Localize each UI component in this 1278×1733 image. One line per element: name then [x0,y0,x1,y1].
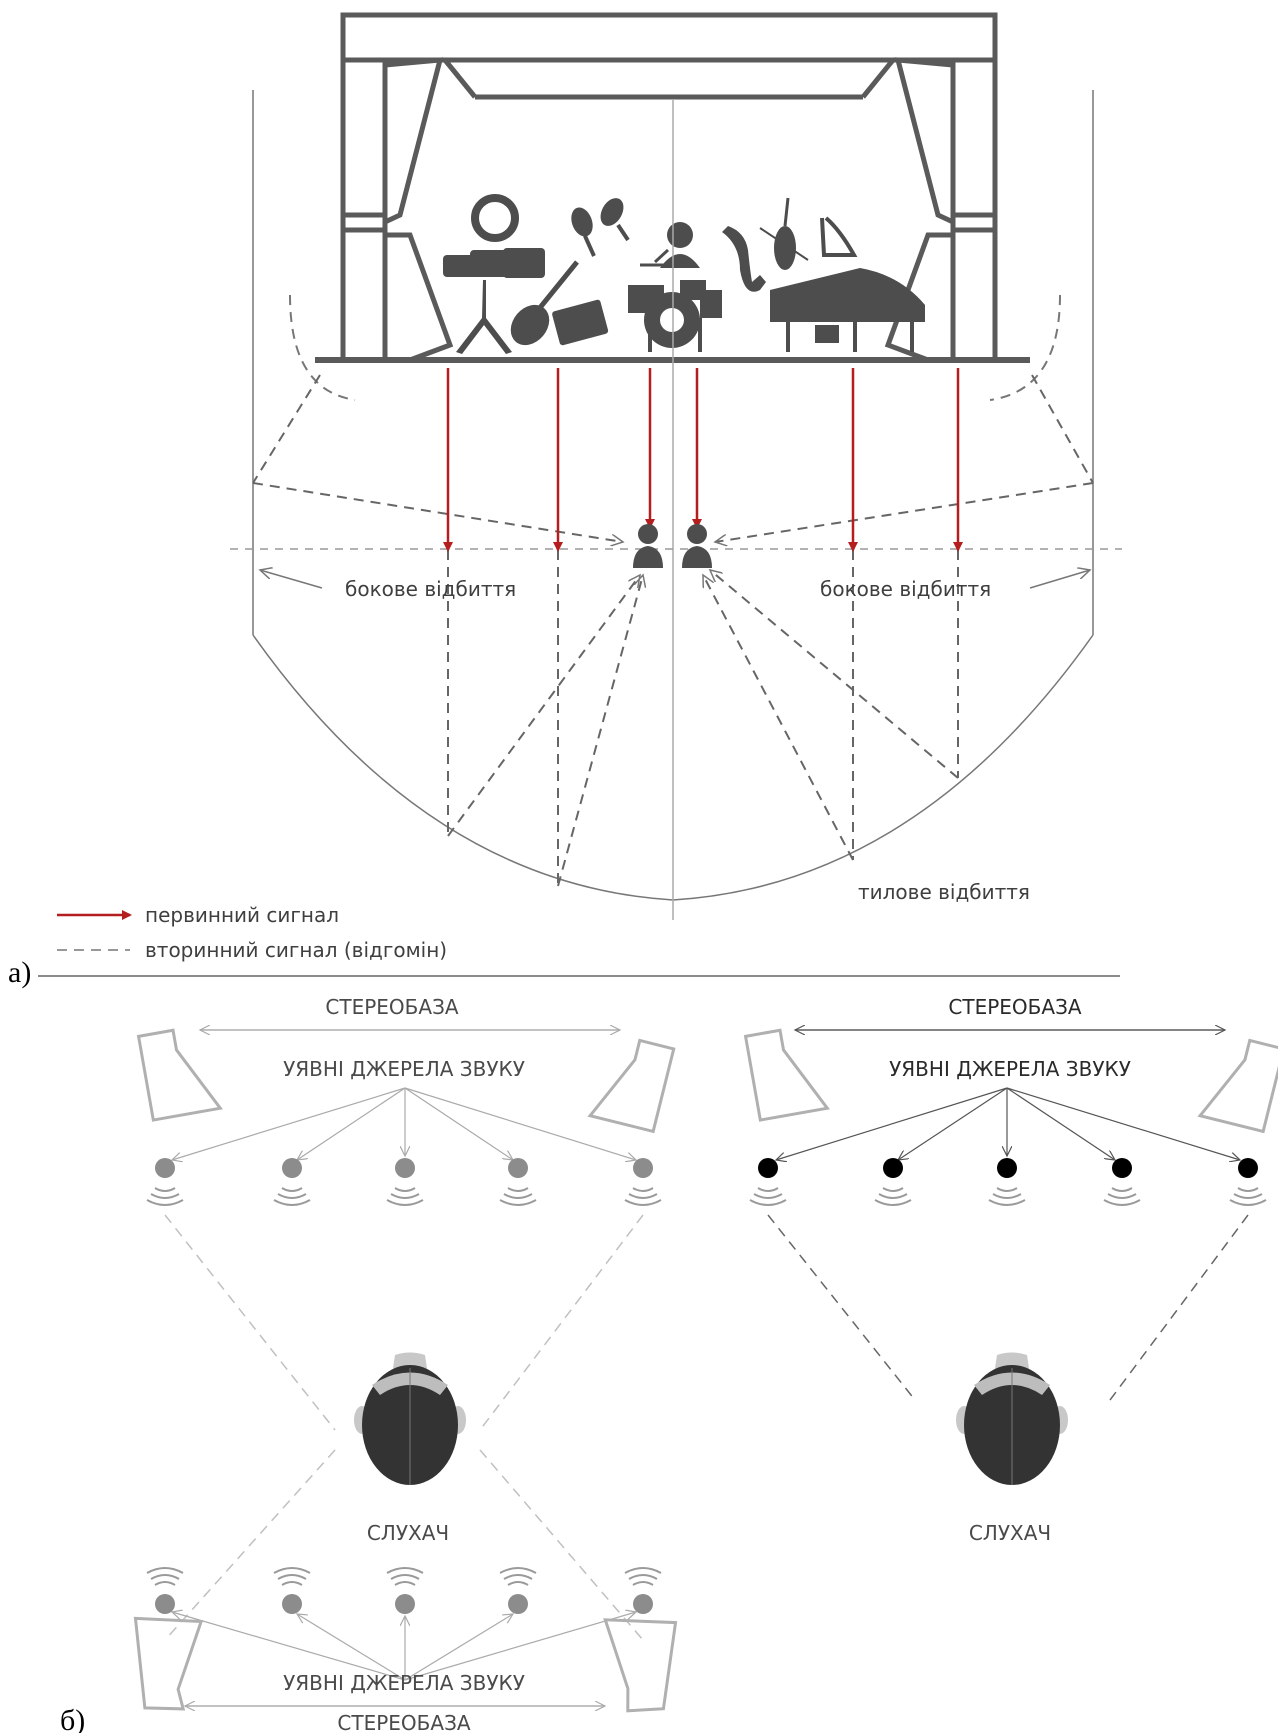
sound-source-icon [508,1594,528,1614]
listener-heads [633,524,712,568]
rear-reflection-label: тилове відбиття [858,880,1030,904]
tambourine-icon [471,194,519,242]
secondary-signal-paths [252,374,1094,887]
sound-source-icon [282,1158,302,1178]
accordion-icon [552,299,609,346]
wave-icons-top-left [146,1187,662,1206]
listener-label-left: СЛУХАЧ [367,1521,449,1545]
sound-source-icon [997,1158,1017,1178]
speaker-top-far-left-icon [743,1028,830,1122]
primary-signal-arrows [443,368,963,552]
sound-source-icon [633,1158,653,1178]
imaginary-sources-top-right [758,1158,1258,1178]
guitar-icon [510,260,579,346]
wave-icons-bottom-left [146,1567,662,1586]
violin-icon [759,197,809,270]
stage [315,12,1030,363]
part-b-marker: б) [60,1704,85,1733]
listener-head-right-icon [956,1352,1068,1485]
sound-source-icon [883,1158,903,1178]
piano-icon [770,268,925,352]
sound-source-icon [1238,1158,1258,1178]
sound-source-icon [1112,1158,1132,1178]
sound-source-icon [155,1158,175,1178]
listener-head-left-icon [354,1352,466,1485]
maracas-icon [571,198,630,257]
legend-primary-label: первинний сигнал [145,903,339,927]
stereobase-label-top-left: СТЕРЕОБАЗА [325,995,458,1019]
side-curves [289,294,1061,401]
side-reflection-label-left: бокове відбиття [345,577,516,601]
imaginary-sources-label-bottom-left: УЯВНІ ДЖЕРЕЛА ЗВУКУ [283,1671,525,1695]
sound-source-icon [395,1594,415,1614]
listener-label-right: СЛУХАЧ [969,1521,1051,1545]
harp-icon [820,216,858,257]
speaker-top-far-right-icon [1197,1038,1278,1134]
sound-source-icon [282,1594,302,1614]
legend: первинний сигнал вторинний сигнал (відго… [57,903,447,962]
sound-source-icon [758,1158,778,1178]
speaker-bottom-left-icon [133,1616,204,1711]
drum-kit-icon [628,263,722,352]
imaginary-sources-label-top-left: УЯВНІ ДЖЕРЕЛА ЗВУКУ [283,1057,525,1081]
stereobase-label-top-right: СТЕРЕОБАЗА [948,995,1081,1019]
sound-source-icon [155,1594,175,1614]
stereo-left-diagram: СТЕРЕОБАЗА УЯВНІ ДЖЕРЕЛА ЗВУКУ [133,995,678,1733]
part-a-marker: а) [8,956,31,989]
legend-secondary-label: вторинний сигнал (відгомін) [145,938,447,962]
side-reflection-arrow-left [260,570,323,589]
side-reflection-arrow-right [1029,570,1090,589]
percussion-drums-icon [443,248,545,354]
instruments [443,194,925,354]
wave-icons-top-right [749,1187,1267,1206]
imaginary-sources-top-left [155,1158,653,1178]
sound-source-icon [508,1158,528,1178]
speaker-top-left-icon [136,1028,223,1122]
imaginary-sources-bottom-left [155,1594,653,1614]
speaker-top-right-icon [587,1038,676,1134]
stereo-right-diagram: СТЕРЕОБАЗА УЯВНІ ДЖЕРЕЛА ЗВУКУ [743,995,1278,1545]
singer-microphone-icon [653,222,700,268]
room-walls [252,90,1094,920]
side-reflection-label-right: бокове відбиття [820,577,991,601]
speaker-bottom-right-icon [603,1618,678,1713]
imaginary-sources-label-top-right: УЯВНІ ДЖЕРЕЛА ЗВУКУ [889,1057,1131,1081]
stereobase-label-bottom-left: СТЕРЕОБАЗА [337,1711,470,1733]
sound-source-icon [395,1158,415,1178]
saxophone-icon [722,226,766,292]
sound-source-icon [633,1594,653,1614]
